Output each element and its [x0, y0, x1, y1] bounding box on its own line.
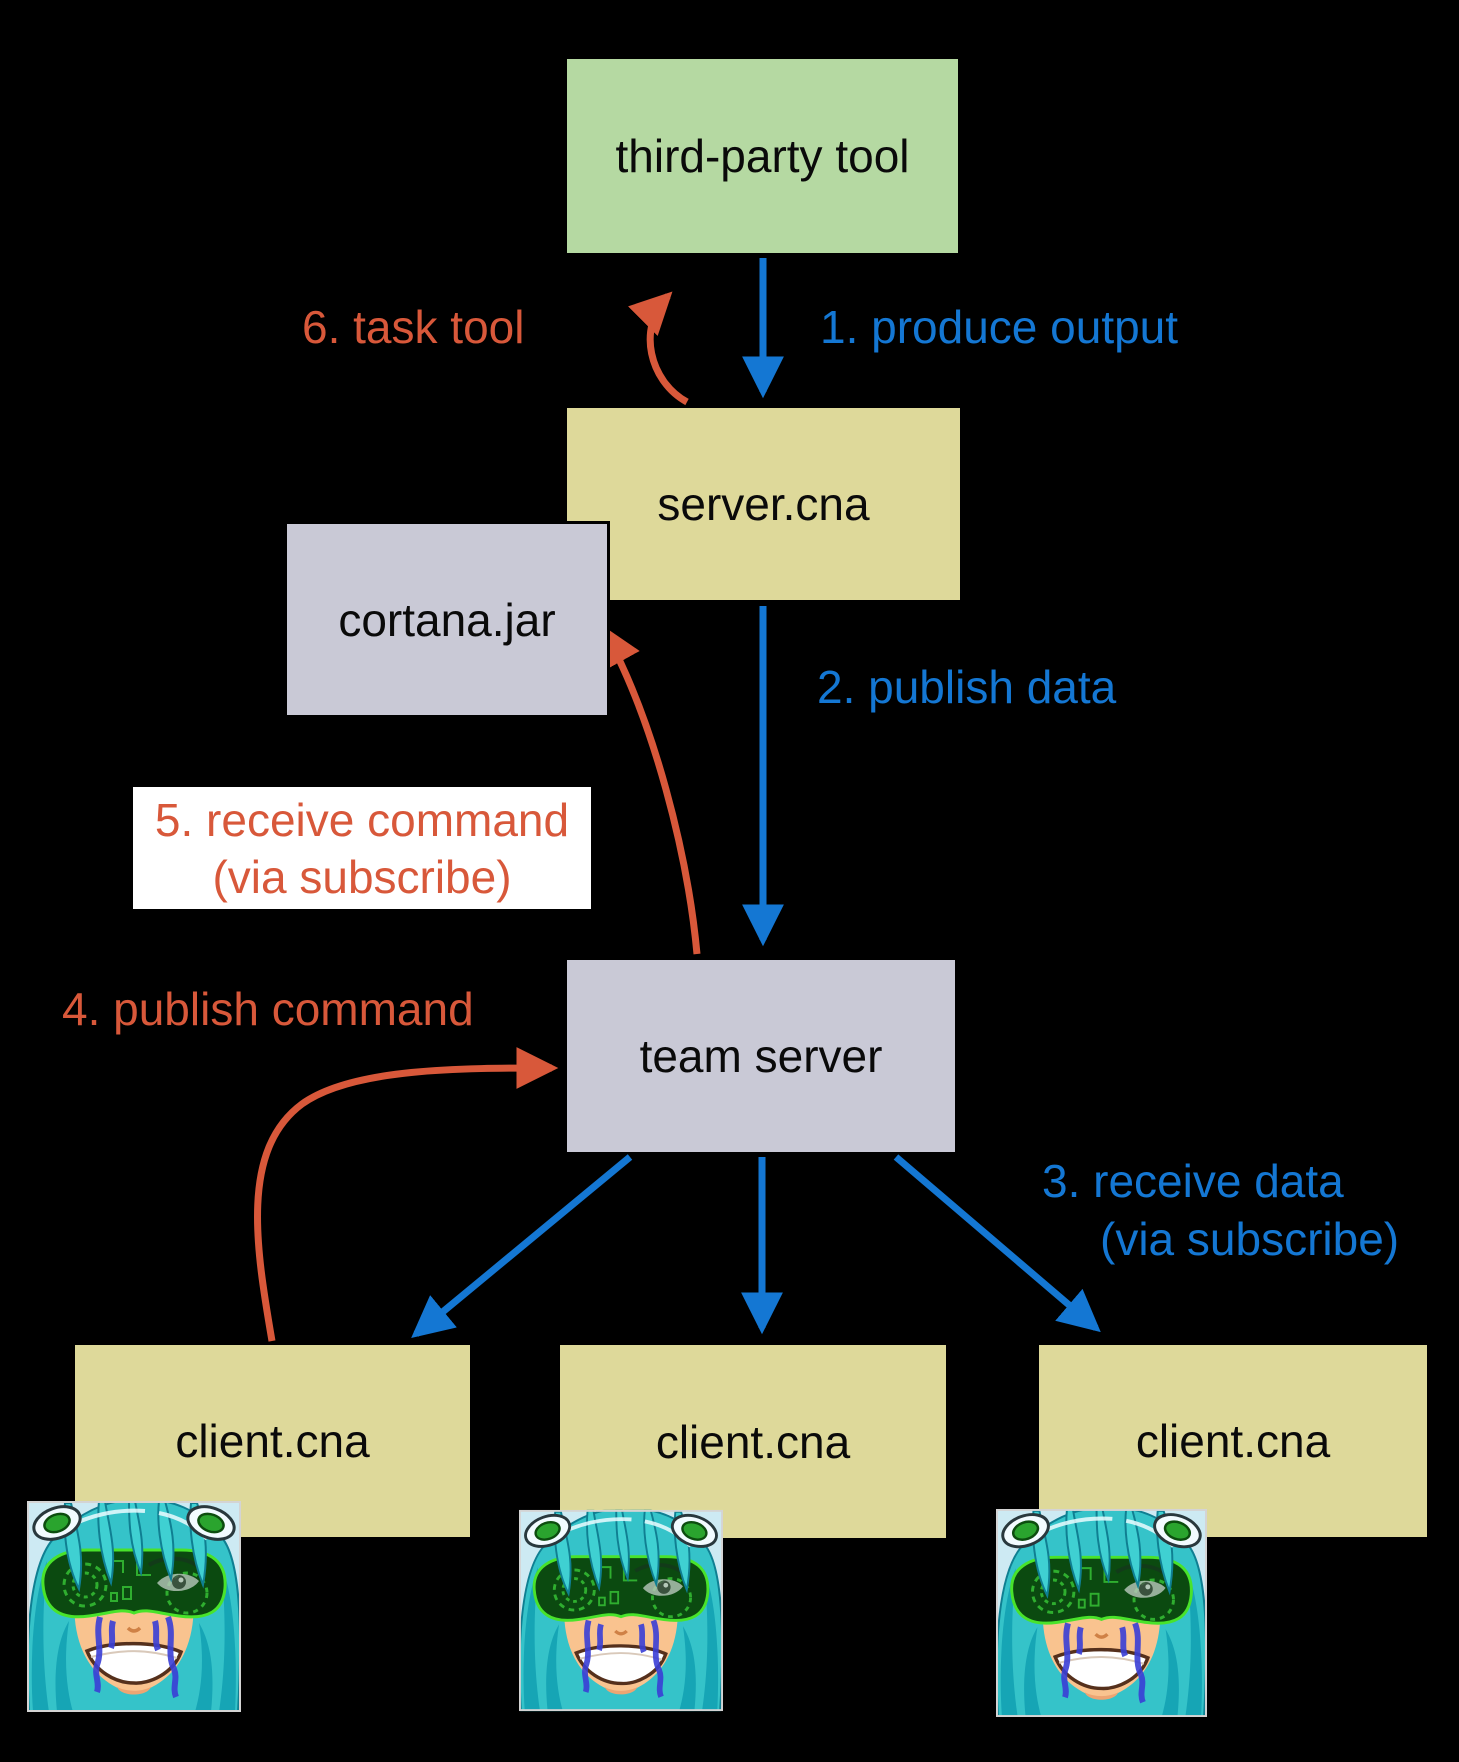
label-step5-line1: 5. receive command: [154, 794, 570, 846]
cortana-avatar-icon: [996, 1508, 1207, 1718]
label-step4-publish-command: 4. publish command: [62, 983, 474, 1035]
label-step3-line2: (via subscribe): [1100, 1213, 1400, 1265]
node-team-server-label: team server: [639, 1030, 883, 1082]
label-step5-receive-command: 5. receive command (via subscribe): [133, 787, 591, 909]
label-step3-receive-data: 3. receive data (via subscribe): [1042, 1152, 1399, 1268]
label-step5-line2: (via subscribe): [212, 851, 512, 903]
node-cortana-jar-label: cortana.jar: [338, 593, 556, 646]
label-step1-produce-output: 1. produce output: [820, 301, 1179, 353]
node-client-cna-right: client.cna: [1037, 1343, 1429, 1539]
cortana-avatar-icon: [27, 1501, 241, 1712]
node-server-cna: server.cna: [565, 406, 962, 602]
arrow-5-receive-command: [600, 624, 701, 955]
arrow-3a-receive-data-left: [411, 1154, 633, 1339]
node-client-cna-right-label: client.cna: [1135, 1415, 1331, 1467]
node-third-party-tool-label: third-party tool: [615, 130, 910, 182]
label-step6-task-tool: 6. task tool: [302, 301, 525, 353]
node-client-cna-middle-label: client.cna: [655, 1415, 851, 1468]
node-team-server: team server: [565, 958, 957, 1154]
node-third-party-tool: third-party tool: [565, 57, 960, 255]
label-step2-publish-data: 2. publish data: [817, 661, 1117, 713]
node-client-cna-left-label: client.cna: [175, 1415, 370, 1467]
node-client-cna-middle: client.cna: [558, 1343, 948, 1540]
label-step3-line1: 3. receive data: [1042, 1155, 1344, 1207]
node-server-cna-label: server.cna: [657, 478, 870, 530]
arrow-6-task-tool: [627, 291, 689, 406]
arrow-4-publish-command: [254, 1047, 559, 1342]
node-cortana-jar: cortana.jar: [284, 521, 610, 718]
cortana-avatar-icon: [519, 1507, 723, 1714]
